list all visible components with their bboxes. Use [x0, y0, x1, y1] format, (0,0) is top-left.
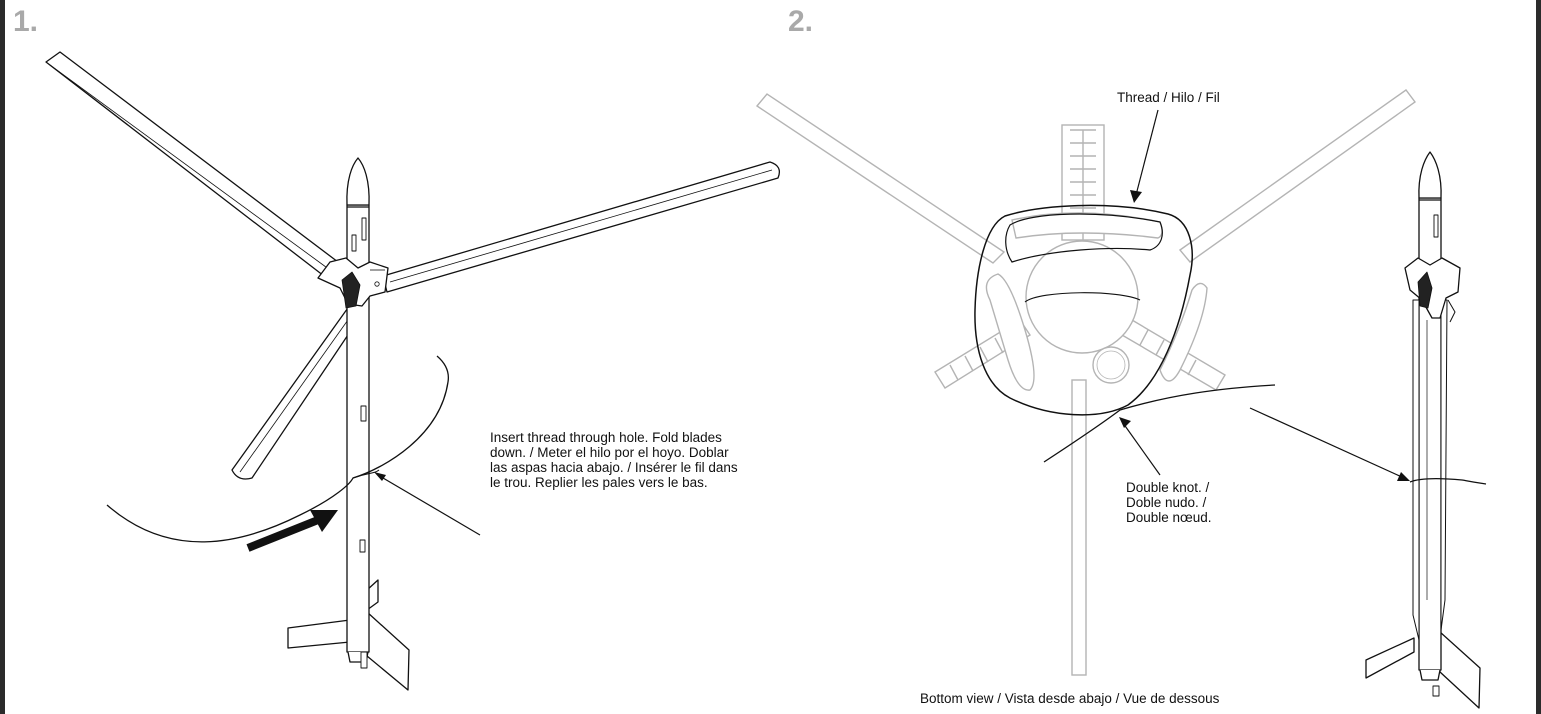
thread-wrap — [1409, 478, 1487, 485]
thread-loop-1 — [106, 355, 450, 543]
panel-1-rocket — [45, 51, 781, 691]
knot-line-2: Doble nudo. / — [1126, 495, 1207, 510]
fin-left — [287, 619, 351, 649]
blade-upper-left — [45, 51, 339, 277]
thread-ends-1 — [352, 469, 380, 479]
instruction-line-1: Insert thread through hole. Fold blades — [490, 430, 722, 445]
step-number-2: 2. — [788, 5, 814, 38]
thread-knot — [1043, 384, 1276, 463]
knot-line-3: Double nœud. — [1126, 510, 1212, 525]
thread-label: Thread / Hilo / Fil — [1117, 90, 1220, 105]
thread-bundle — [974, 204, 1193, 416]
folded-rocket — [1365, 151, 1481, 709]
instruction-line-2: down. / Meter el hilo por el hoyo. Dobla… — [490, 445, 729, 460]
instruction-label: Insert thread through hole. Fold blades … — [490, 430, 830, 490]
leader-hole — [377, 474, 481, 536]
bottom-view-caption: Bottom view / Vista desde abajo / Vue de… — [920, 691, 1220, 706]
knot-label: Double knot. / Doble nudo. / Double nœud… — [1126, 480, 1212, 525]
instruction-line-3: las aspas hacia abajo. / Insérer le fil … — [490, 460, 738, 475]
insert-arrow — [246, 510, 338, 552]
knot-line-1: Double knot. / — [1126, 480, 1210, 495]
instruction-line-4: le trou. Replier les pales vers le bas. — [490, 475, 708, 490]
step-number-1: 1. — [13, 5, 39, 38]
blade-right — [382, 161, 781, 293]
fin-right — [366, 611, 410, 691]
nose-cone — [346, 157, 370, 206]
bottom-view-faded — [755, 89, 1416, 676]
